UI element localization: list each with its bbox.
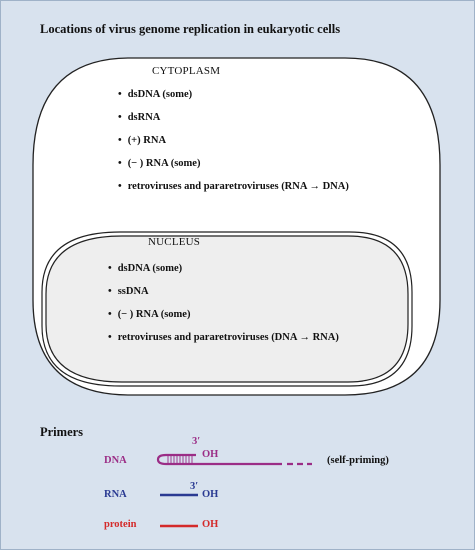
list-item: (+) RNA	[118, 129, 349, 152]
nucleus-list: dsDNA (some) ssDNA (− ) RNA (some) retro…	[108, 257, 339, 349]
protein-oh-label: OH	[202, 519, 219, 530]
primers-title: Primers	[40, 425, 84, 439]
dna-3prime-label: 3′	[192, 436, 201, 447]
dna-hairpin-primer	[156, 453, 312, 466]
dna-oh-label: OH	[202, 449, 219, 460]
rna-oh-label: OH	[202, 489, 219, 500]
list-item: dsRNA	[118, 106, 349, 129]
self-priming-note: (self-priming)	[327, 455, 389, 466]
cytoplasm-label: CYTOPLASM	[152, 65, 221, 77]
list-item: dsDNA (some)	[118, 83, 349, 106]
dna-primer-label: DNA	[104, 455, 127, 466]
cytoplasm-list: dsDNA (some) dsRNA (+) RNA (− ) RNA (som…	[118, 83, 349, 198]
rna-3prime-label: 3′	[190, 481, 199, 492]
list-item: retroviruses and pararetroviruses (DNA →…	[108, 326, 339, 349]
rna-primer-label: RNA	[104, 489, 127, 500]
figure-title: Locations of virus genome replication in…	[40, 22, 341, 36]
list-item: dsDNA (some)	[108, 257, 339, 280]
list-item: ssDNA	[108, 280, 339, 303]
list-item: (− ) RNA (some)	[118, 152, 349, 175]
list-item: retroviruses and pararetroviruses (RNA →…	[118, 175, 349, 198]
list-item: (− ) RNA (some)	[108, 303, 339, 326]
protein-primer-label: protein	[104, 519, 137, 530]
nucleus-label: NUCLEUS	[148, 236, 201, 248]
